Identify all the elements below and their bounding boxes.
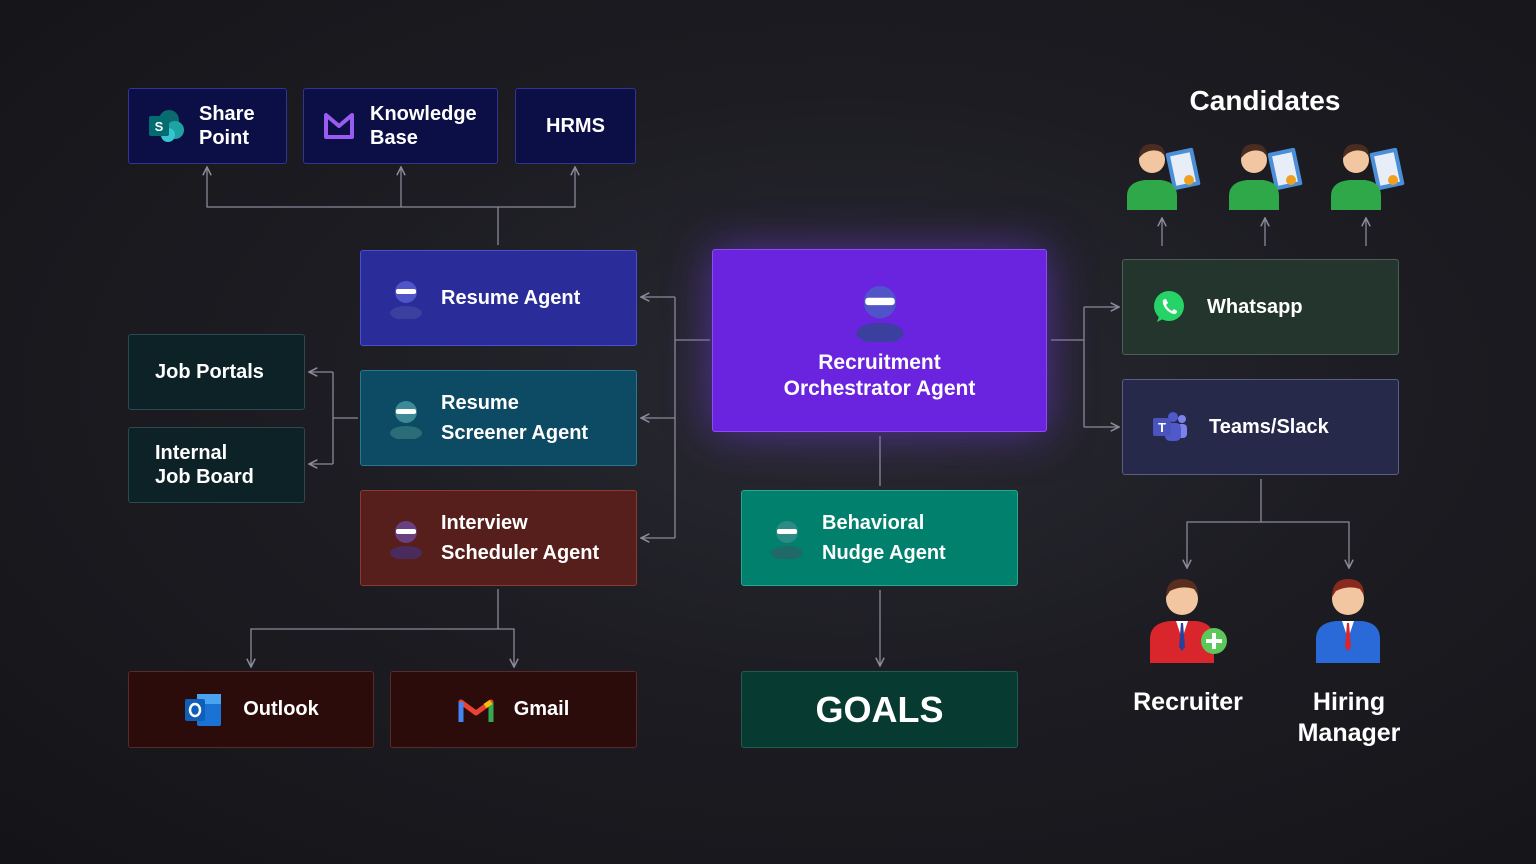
robot-agent-icon	[771, 521, 803, 559]
recruiter-label: Recruiter	[1133, 688, 1243, 716]
hiring-manager-person-icon	[1316, 579, 1380, 663]
gmail-box[interactable]: Gmail	[390, 671, 637, 748]
internal-job-board-box[interactable]: Internal Job Board	[128, 427, 305, 503]
robot-agent-icon	[390, 521, 422, 559]
recruiter-person-icon	[1150, 579, 1227, 663]
hrms-box[interactable]: HRMS	[515, 88, 636, 164]
sharepoint-box[interactable]: S Share Point	[128, 88, 287, 164]
candidate-resume-icon	[1331, 144, 1405, 210]
behavioral-nudge-agent-box[interactable]: Behavioral Nudge Agent	[741, 490, 1018, 586]
robot-agent-icon	[390, 281, 422, 319]
hiring-manager-label: Hiring Manager	[1297, 688, 1401, 747]
whatsapp-label: Whatsapp	[1207, 295, 1303, 318]
knowledge-base-box[interactable]: Knowledge Base	[303, 88, 498, 164]
robot-agent-icon	[855, 285, 904, 342]
resume-agent-label: Resume Agent	[441, 286, 581, 309]
goals-label: GOALS	[815, 688, 944, 730]
behavioral-nudge-agent-label: Behavioral Nudge Agent	[822, 512, 946, 564]
recruitment-orchestrator-agent-box[interactable]: Recruitment Orchestrator Agent	[712, 249, 1047, 432]
job-portals-box[interactable]: Job Portals	[128, 334, 305, 410]
svg-text:S: S	[155, 119, 164, 134]
resume-agent-box[interactable]: Resume Agent	[360, 250, 637, 346]
resume-screener-agent-label: Resume Screener Agent	[441, 392, 589, 444]
gmail-icon	[458, 699, 494, 722]
whatsapp-icon	[1154, 291, 1184, 322]
knowledge-base-label: Knowledge Base	[370, 102, 477, 149]
candidate-resume-icon	[1127, 144, 1201, 210]
knowledge-base-icon	[324, 113, 354, 139]
resume-screener-agent-box[interactable]: Resume Screener Agent	[360, 370, 637, 466]
goals-box[interactable]: GOALS	[741, 671, 1018, 748]
teams-slack-label: Teams/Slack	[1209, 415, 1329, 438]
outlook-icon	[185, 693, 222, 726]
recruitment-orchestrator-agent-label: Recruitment Orchestrator Agent	[783, 350, 976, 400]
svg-text:T: T	[1158, 420, 1166, 435]
interview-scheduler-agent-box[interactable]: Interview Scheduler Agent	[360, 490, 637, 586]
robot-agent-icon	[390, 401, 422, 439]
sharepoint-icon: S	[149, 110, 184, 142]
teams-icon: T	[1153, 412, 1187, 441]
gmail-label: Gmail	[513, 698, 570, 721]
sharepoint-label: Share Point	[199, 102, 255, 149]
outlook-label: Outlook	[243, 698, 319, 721]
internal-job-board-label: Internal Job Board	[155, 441, 254, 488]
job-portals-label: Job Portals	[155, 360, 264, 383]
candidates-title: Candidates	[1189, 85, 1341, 116]
interview-scheduler-agent-label: Interview Scheduler Agent	[441, 512, 600, 564]
candidate-resume-icon	[1229, 144, 1303, 210]
hrms-label: HRMS	[546, 114, 605, 137]
outlook-box[interactable]: Outlook	[128, 671, 374, 748]
teams-slack-box[interactable]: T Teams/Slack	[1122, 379, 1399, 475]
whatsapp-box[interactable]: Whatsapp	[1122, 259, 1399, 355]
